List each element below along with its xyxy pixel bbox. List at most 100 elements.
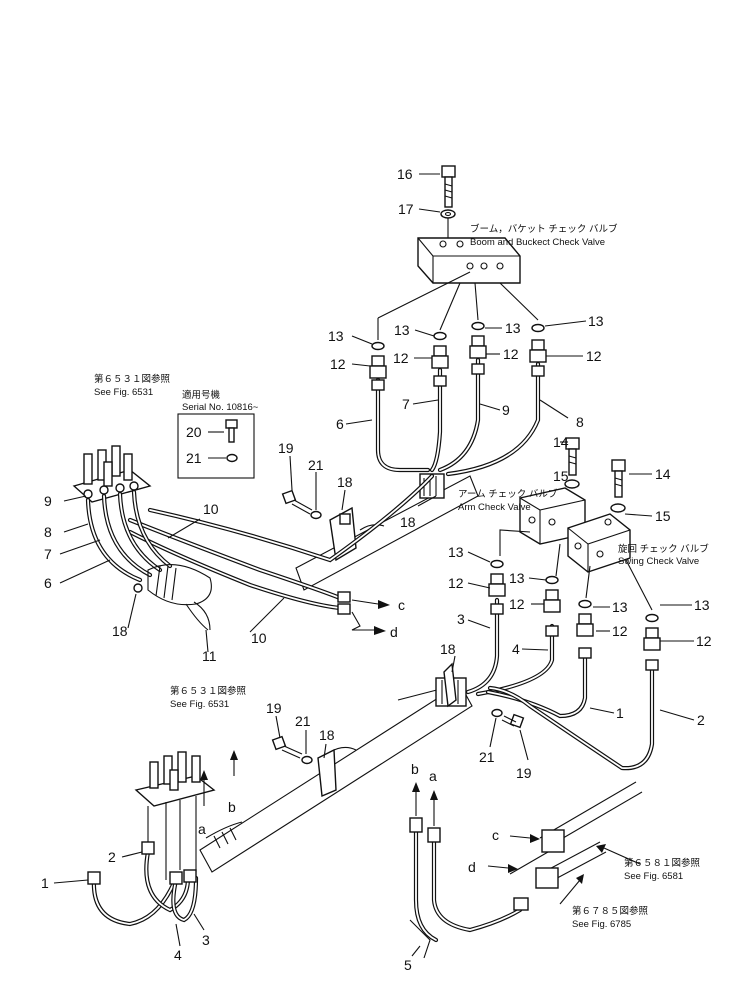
- callout-7: 7: [402, 396, 410, 412]
- caption-fig6785-jp: 第６７８５図参照: [572, 905, 649, 917]
- hoses-6-7-9-8: [371, 357, 545, 477]
- caption-arm-jp: アーム チェック バルブ: [458, 488, 558, 500]
- callout-18: 18: [319, 727, 335, 743]
- callout-13: 13: [509, 570, 525, 586]
- o-ring-13: [578, 599, 592, 609]
- washer-21: [491, 708, 503, 718]
- tube-6581: [509, 781, 643, 875]
- hoses-10: [127, 473, 435, 615]
- caption-fig6531-top-en: See Fig. 6531: [94, 387, 153, 398]
- caption-fig6531-mid-en: See Fig. 6531: [170, 699, 229, 710]
- callout-16: 16: [397, 166, 413, 182]
- callout-5: 5: [404, 957, 412, 973]
- bolt-14: [565, 437, 580, 476]
- hoses-lower-1-2-3-4: [87, 841, 199, 927]
- arrow-label-a: a: [198, 821, 206, 837]
- o-ring-13: [471, 321, 485, 331]
- valve-bank-6531-lower: [134, 751, 216, 880]
- washer-15: [610, 503, 626, 513]
- callout-6: 6: [44, 575, 52, 591]
- caption-fig6785-en: See Fig. 6785: [572, 919, 631, 930]
- arrow-label-d: d: [468, 859, 476, 875]
- callout-12: 12: [696, 633, 712, 649]
- callout-4: 4: [174, 947, 182, 963]
- callout-12: 12: [448, 575, 464, 591]
- callout-12: 12: [330, 356, 346, 372]
- bolt-19: [281, 489, 313, 515]
- caption-boom-bucket-jp: ブーム，バケット チェック バルブ: [470, 223, 618, 235]
- caption-fig6581-en: See Fig. 6581: [624, 871, 683, 882]
- elbow-12: [469, 335, 487, 359]
- swing-check-valve: [567, 513, 631, 573]
- callout-13: 13: [612, 599, 628, 615]
- elbow-12: [543, 589, 561, 613]
- flow-arrows: [200, 599, 641, 905]
- callout-8: 8: [576, 414, 584, 430]
- callout-11: 11: [202, 648, 217, 664]
- caption-boom-bucket-en: Boom and Buckect Check Valve: [470, 237, 605, 248]
- callout-12: 12: [509, 596, 525, 612]
- bolt-20: [225, 419, 238, 443]
- bolt-19: [501, 713, 525, 729]
- callout-12: 12: [586, 348, 602, 364]
- elbow-12: [643, 627, 661, 651]
- callout-20: 20: [186, 424, 202, 440]
- arrow-label-a: a: [429, 768, 437, 784]
- callout-leaders: [53, 173, 695, 957]
- callout-8: 8: [44, 524, 52, 540]
- callout-19: 19: [516, 765, 532, 781]
- arrow-label-d: d: [390, 624, 398, 640]
- callout-18: 18: [337, 474, 353, 490]
- callout-19: 19: [278, 440, 294, 456]
- washer-21: [301, 755, 313, 765]
- washer-21: [226, 453, 238, 463]
- arrow-label-c: c: [398, 597, 405, 613]
- o-ring-13: [371, 341, 385, 351]
- callout-14: 14: [655, 466, 671, 482]
- bolt-19: [271, 735, 303, 759]
- caption-fig6581-jp: 第６５８１図参照: [624, 857, 701, 869]
- bolt-14: [611, 459, 626, 498]
- callout-12: 12: [503, 346, 519, 362]
- washer-17: [440, 209, 456, 219]
- caption-fig6531-top-jp: 第６５３１図参照: [94, 373, 171, 385]
- clamp-18: [317, 748, 337, 798]
- elbow-12: [488, 573, 506, 597]
- callout-21: 21: [186, 450, 202, 466]
- callout-21: 21: [308, 457, 324, 473]
- callout-1: 1: [616, 705, 624, 721]
- lower-main-tube: [199, 662, 473, 873]
- callout-10: 10: [251, 630, 267, 646]
- upper-main-tube: [295, 473, 479, 591]
- valve-bank-6531-top: [72, 445, 212, 631]
- callout-15: 15: [655, 508, 671, 524]
- arrow-label-c: c: [492, 827, 499, 843]
- callout-13: 13: [394, 322, 410, 338]
- washer-15: [564, 479, 580, 489]
- elbow-12: [529, 339, 547, 363]
- callout-13: 13: [588, 313, 604, 329]
- caption-fig6531-mid-jp: 第６５３１図参照: [170, 685, 247, 697]
- callout-18: 18: [112, 623, 128, 639]
- elbow-12: [431, 345, 449, 369]
- callout-10: 10: [203, 501, 219, 517]
- arrow-label-b: b: [411, 761, 419, 777]
- callout-2: 2: [697, 712, 705, 728]
- callout-4: 4: [512, 641, 520, 657]
- callout-13: 13: [505, 320, 521, 336]
- o-ring-13: [545, 575, 559, 585]
- caption-swing-jp: 旋回 チェック バルブ: [618, 543, 709, 555]
- callout-21: 21: [295, 713, 311, 729]
- o-ring-13: [645, 613, 659, 623]
- callout-19: 19: [266, 700, 282, 716]
- callout-17: 17: [398, 201, 414, 217]
- callout-13: 13: [694, 597, 710, 613]
- callout-12: 12: [612, 623, 628, 639]
- caption-swing-en: Swing Check Valve: [618, 556, 699, 567]
- callout-14: 14: [553, 434, 569, 450]
- callout-18: 18: [440, 641, 456, 657]
- callout-21: 21: [479, 749, 495, 765]
- callout-9: 9: [44, 493, 52, 509]
- callout-13: 13: [448, 544, 464, 560]
